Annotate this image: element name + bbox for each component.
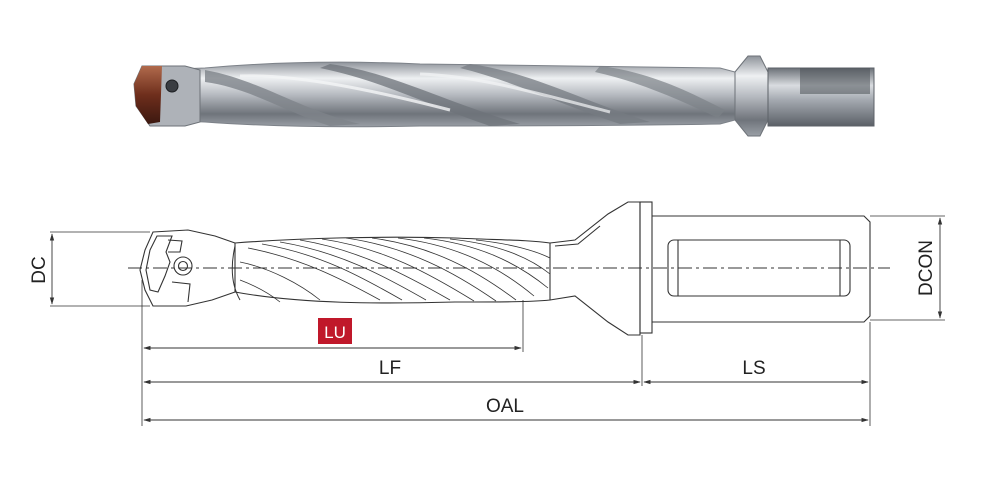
drill-drawing: [49, 201, 945, 426]
ls-label: LS: [742, 358, 765, 379]
drill-photo: [133, 55, 875, 137]
oal-label: OAL: [486, 396, 524, 417]
lu-badge: [318, 318, 352, 344]
dc-label: DC: [29, 256, 50, 283]
dcon-label: DCON: [916, 240, 937, 296]
lu-label: LU: [324, 323, 346, 342]
lf-label: LF: [379, 358, 401, 379]
